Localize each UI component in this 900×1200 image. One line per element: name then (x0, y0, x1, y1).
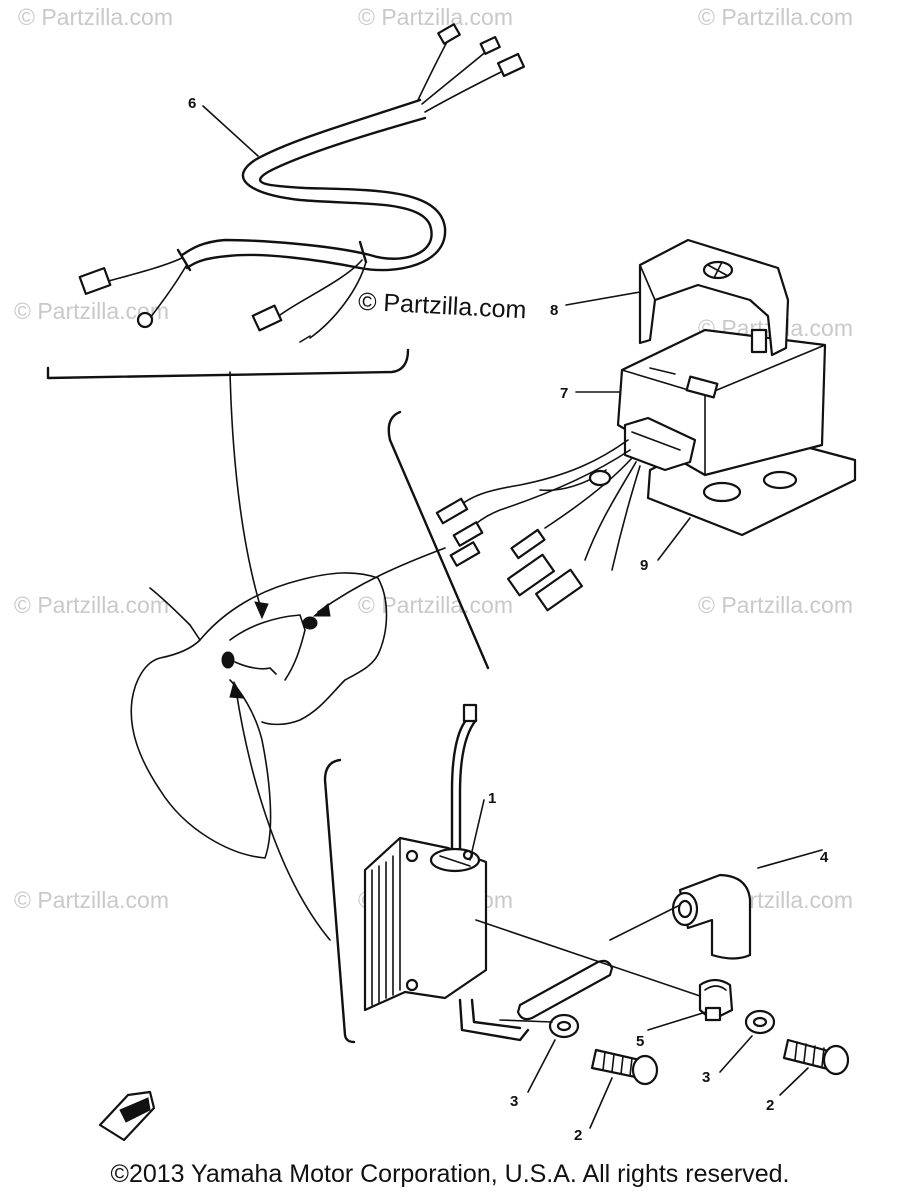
harness-group-bracket (46, 348, 410, 380)
bolt-part-2-left (589, 1048, 659, 1129)
callout-7: 7 (560, 385, 568, 402)
cdi-wire-location-arrow (317, 547, 446, 613)
cdi-group-bracket (387, 410, 490, 670)
washer-part-3-left (499, 1013, 580, 1093)
coil-location-arrow (235, 689, 331, 941)
callout-5: 5 (636, 1033, 644, 1050)
callout-8: 8 (550, 302, 558, 319)
callout-3: 3 (702, 1069, 710, 1086)
callout-9: 9 (640, 557, 648, 574)
callout-2: 2 (574, 1127, 582, 1144)
callout-4: 4 (820, 849, 829, 866)
frame-outline (130, 572, 388, 859)
watermark: © Partzilla.com (18, 4, 173, 30)
copyright-notice: ©2013 Yamaha Motor Corporation, U.S.A. A… (110, 1160, 790, 1188)
callout-6: 6 (188, 95, 196, 112)
harness-location-arrow (229, 371, 263, 613)
cdi-unit-part-7 (435, 238, 857, 612)
front-direction-icon (98, 1090, 156, 1142)
clamp-part-5 (475, 919, 734, 1031)
spark-plug-cap-part-4 (671, 849, 823, 960)
washer-part-3-right (719, 1009, 776, 1073)
watermark: © Partzilla.com (358, 4, 513, 30)
watermark: © Partzilla.com (358, 592, 513, 618)
watermark: © Partzilla.com (698, 592, 853, 618)
callout-3: 3 (510, 1093, 518, 1110)
coil-group-bracket (323, 758, 356, 1044)
wire-harness-part-6 (78, 23, 526, 343)
watermark: © Partzilla.com (698, 4, 853, 30)
bolt-part-2-right (779, 1038, 850, 1096)
watermark: © Partzilla.com (14, 887, 169, 913)
watermark: © Partzilla.com (14, 592, 169, 618)
ignition-coil-part-1 (363, 703, 530, 1042)
callout-2: 2 (766, 1097, 774, 1114)
rubber-tube (516, 904, 681, 1021)
callout-1: 1 (488, 790, 496, 807)
